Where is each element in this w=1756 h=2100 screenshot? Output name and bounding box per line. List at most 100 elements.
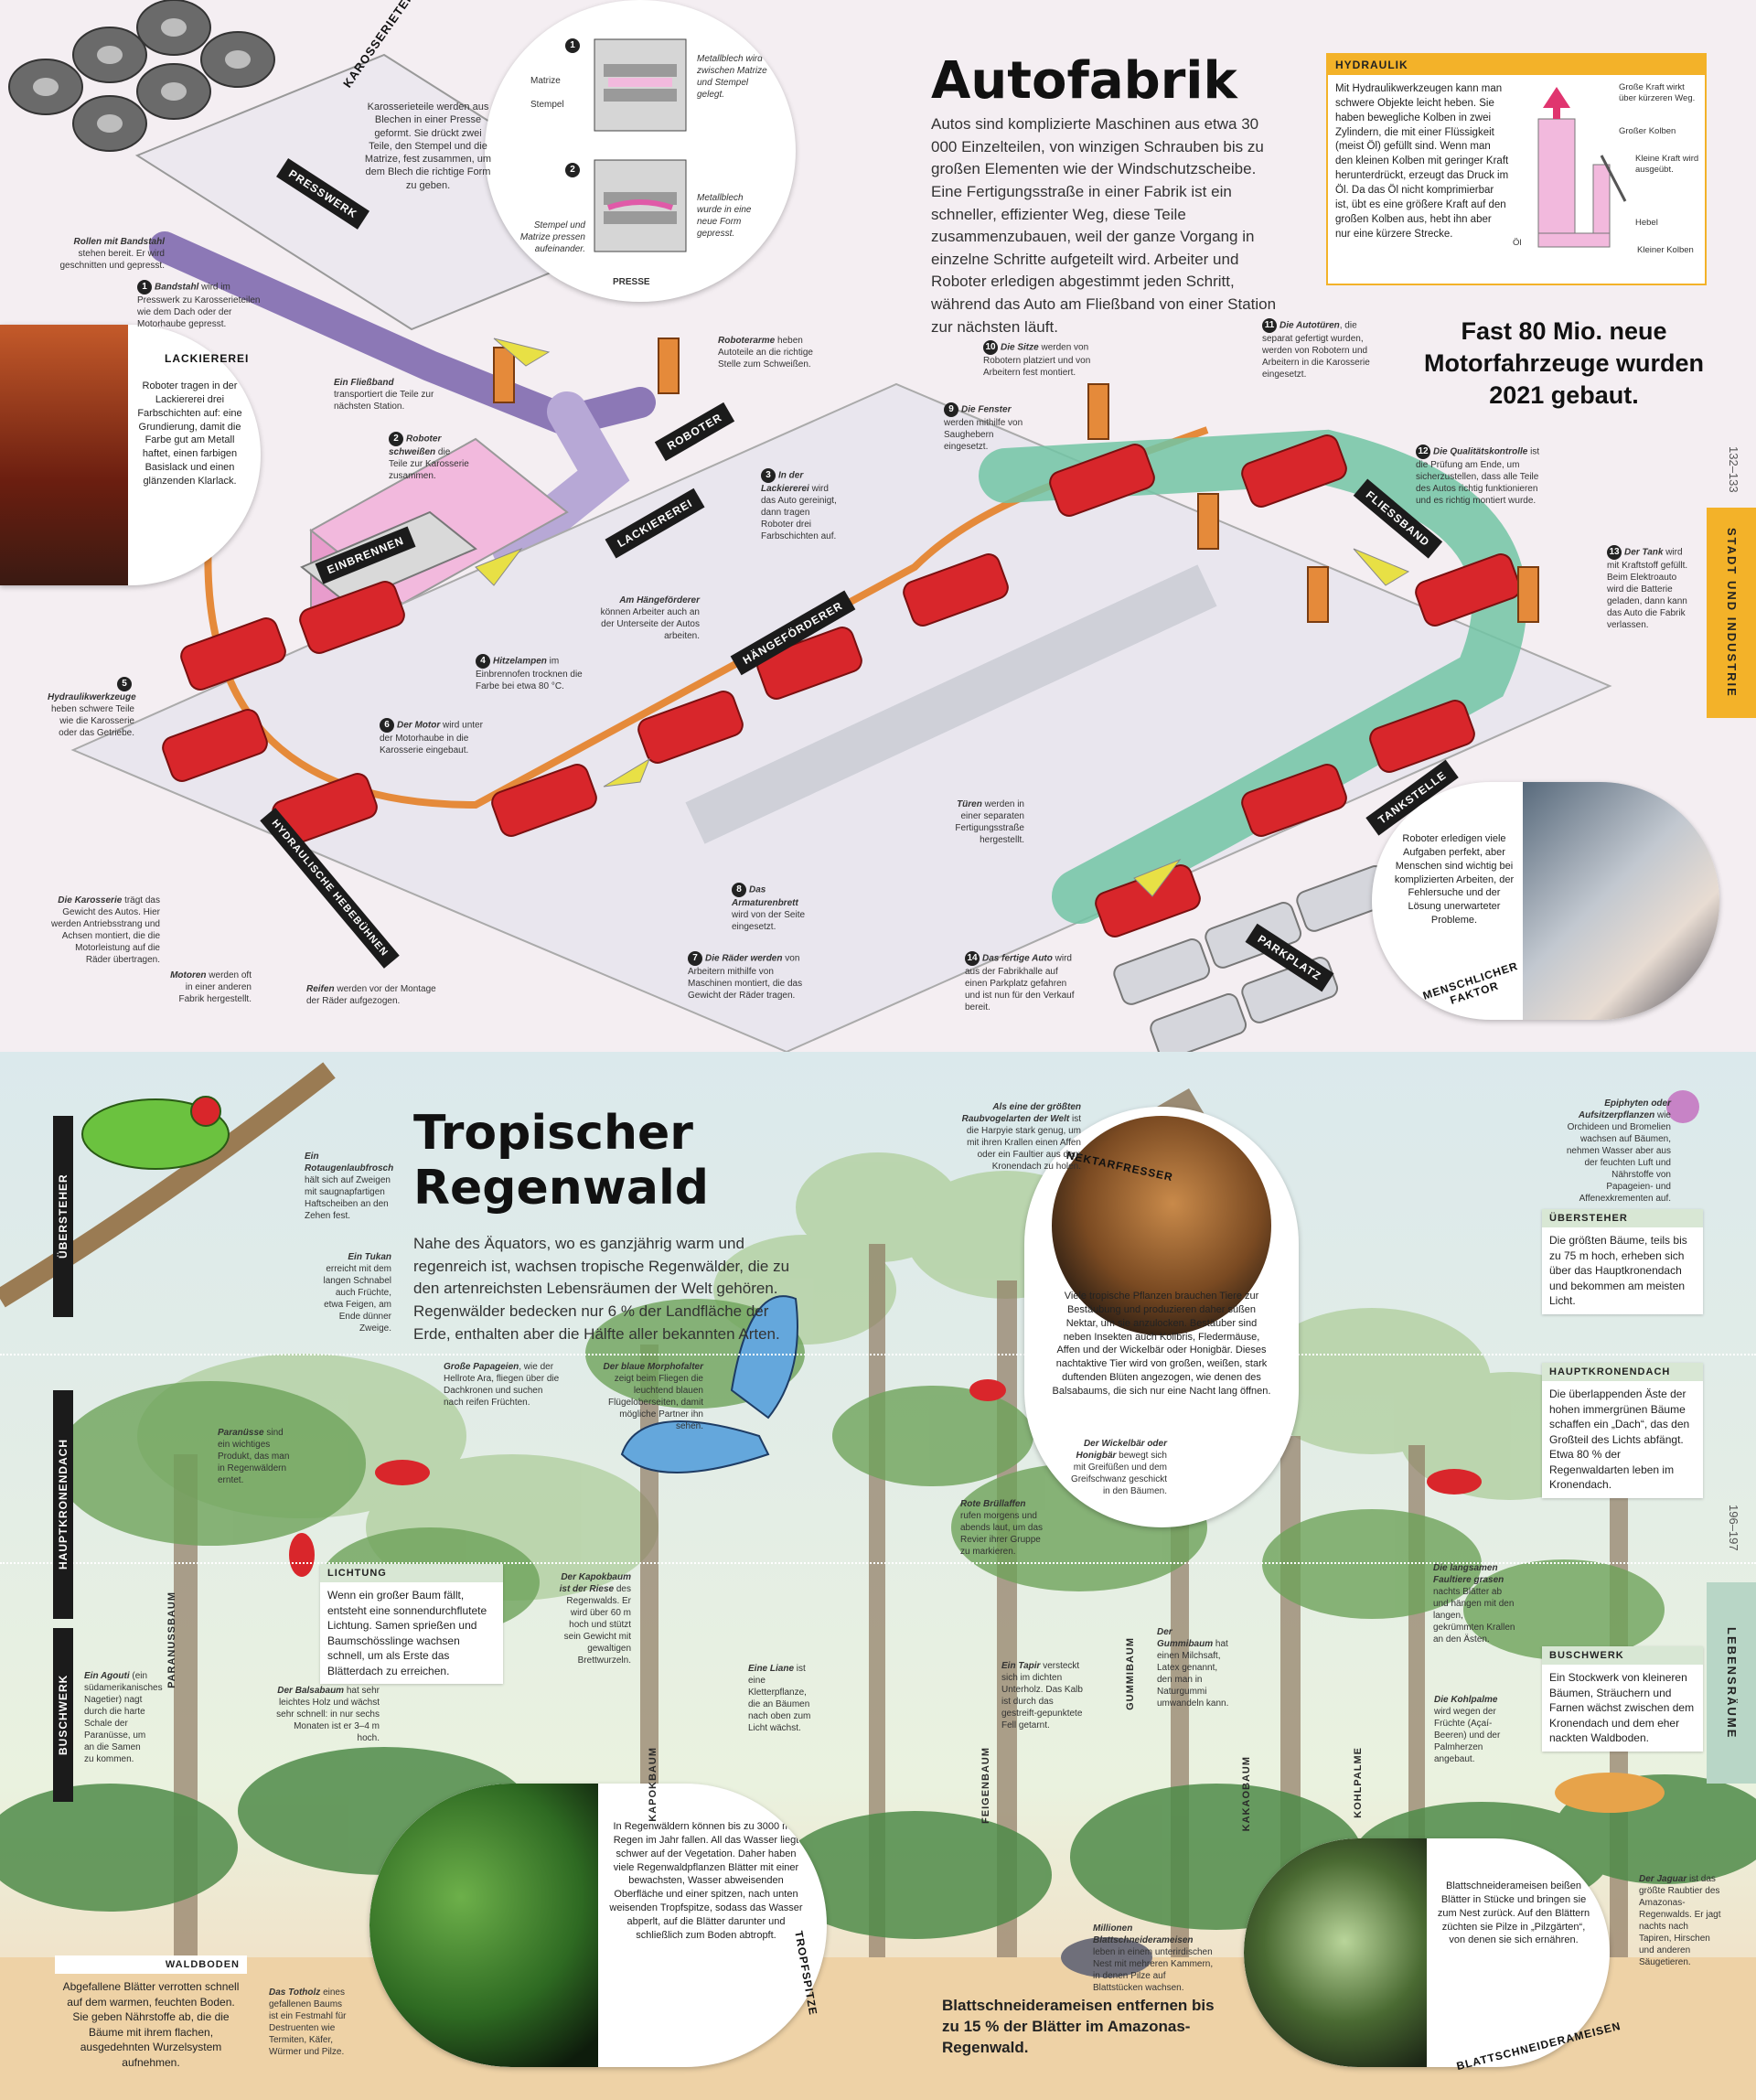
note-brullaffen: Rote Brüllaffen rufen morgens und abends… xyxy=(960,1499,1044,1557)
box-lichtung-head: LICHTUNG xyxy=(320,1564,503,1582)
note-morphofalter: Der blaue Morphofalter zeigt beim Fliege… xyxy=(603,1362,703,1431)
box-uebersteher: ÜBERSTEHER Die größten Bäume, teils bis … xyxy=(1542,1209,1703,1314)
tree-label-kohlpalme: KOHLPALME xyxy=(1353,1747,1364,1818)
caption-motoren: Motoren werden oft in einer anderen Fabr… xyxy=(170,970,252,1004)
drip-tip-circle: In Regenwäldern können bis zu 3000 mm Re… xyxy=(369,1784,827,2067)
tree-label-kakaobaum: KAKAOBAUM xyxy=(1241,1756,1252,1832)
note-liane: Eine Liane ist eine Kletterpflanze, die … xyxy=(748,1664,811,1733)
note-tukan: Ein Tukan erreicht mit dem langen Schnab… xyxy=(323,1252,391,1334)
human-factor-text: Roboter erledigen viele Aufgaben perfekt… xyxy=(1394,833,1515,927)
note-jaguar: Der Jaguar ist das größte Raubtier des A… xyxy=(1639,1874,1721,1967)
caption-reifen: Reifen werden vor der Montage der Räder … xyxy=(306,984,436,1006)
note-epiphyten: Epiphyten oder Aufsitzerpflanzen wie Orc… xyxy=(1566,1098,1671,1204)
box-hauptkronendach-head: HAUPTKRONENDACH xyxy=(1542,1363,1703,1381)
box-uebersteher-head: ÜBERSTEHER xyxy=(1542,1209,1703,1227)
hydraulik-label-kleiner-kolben: Kleiner Kolben xyxy=(1637,245,1694,255)
press-diagram xyxy=(594,38,687,252)
box-buschwerk-body: Ein Stockwerk von kleineren Bäumen, Strä… xyxy=(1549,1671,1695,1745)
hydraulik-label-oel: Öl xyxy=(1513,238,1522,248)
note-tapir: Ein Tapir versteckt sich im dichten Unte… xyxy=(1001,1661,1083,1730)
separator-uebersteher xyxy=(0,1354,1756,1355)
human-factor-circle: Roboter erledigen viele Aufgaben perfekt… xyxy=(1372,782,1719,1020)
note-kohlpalme: Die Kohlpalme wird wegen der Früchte (Aç… xyxy=(1434,1695,1501,1764)
hydraulik-label-grosser-kolben: Großer Kolben xyxy=(1619,126,1676,136)
factory-intro: Autos sind komplizierte Maschinen aus et… xyxy=(931,115,1277,336)
steel-rolls xyxy=(8,0,275,152)
note-totholz: Das Totholz eines gefallenen Baums ist e… xyxy=(269,1988,347,2057)
press-step-2-badge: 2 xyxy=(565,163,580,177)
box-uebersteher-body: Die größten Bäume, teils bis zu 75 m hoc… xyxy=(1549,1234,1687,1308)
robots xyxy=(493,338,1539,623)
press-circle: 1 2 Matrize Stempel Metallblech wird zwi… xyxy=(485,0,796,302)
tree-label-paranussbaum: PARANUSSBAUM xyxy=(166,1591,177,1688)
hydraulik-diagram xyxy=(1537,87,1627,248)
press-step-1-badge: 1 xyxy=(565,38,580,53)
rainforest-title-line2: Regenwald xyxy=(413,1161,709,1216)
lackiererei-label: LACKIEREREI xyxy=(165,352,250,365)
separator-kronendach xyxy=(0,1562,1756,1564)
factory-title: Autofabrik xyxy=(931,51,1237,111)
jaguar xyxy=(1555,1773,1665,1813)
note-faultiere: Die langsamen Faultiere grasen nachts Bl… xyxy=(1433,1563,1515,1645)
ant-stat: Blattschneiderameisen entfernen bis zu 1… xyxy=(942,1997,1215,2056)
note-balsabaum: Der Balsabaum hat sehr leichtes Holz und… xyxy=(276,1686,380,1743)
ant-circle: Blattschneiderameisen beißen Blätter in … xyxy=(1244,1838,1610,2067)
press-label-step1-blech: Metallblech wird zwischen Matrize und St… xyxy=(697,54,767,100)
nectar-text: Viele tropische Pflanzen brauchen Tiere … xyxy=(1052,1291,1271,1397)
note-papageien: Große Papageien, wie der Hellrote Ara, f… xyxy=(444,1362,560,1408)
box-waldboden: WALDBODEN Abgefallene Blätter verrotten … xyxy=(55,1955,247,2075)
box-hauptkronendach-body: Die überlappenden Äste der hohen immergr… xyxy=(1549,1388,1690,1492)
factory-stat: Fast 80 Mio. neue Motorfahrzeuge wurden … xyxy=(1423,317,1704,410)
note-gummibaum: Der Gummibaum hat einen Milchsaft, Latex… xyxy=(1157,1627,1229,1709)
press-label-step2-pressen: Stempel und Matrize pressen aufeinander. xyxy=(519,220,585,254)
tapir xyxy=(1061,1937,1152,1977)
lackiererei-circle: Roboter tragen in der Lackiererei drei F… xyxy=(0,325,261,585)
flow-arrows xyxy=(475,338,1410,897)
note-harpyie: Als eine der größten Raubvogelarten der … xyxy=(961,1102,1081,1172)
caption-tueren: Türen werden in einer separaten Fertigun… xyxy=(955,799,1024,845)
hydraulik-label-kleine-kraft: Kleine Kraft wird ausgeübt. xyxy=(1635,154,1699,176)
macaws xyxy=(289,1379,1482,1577)
stadt-industrie-tab[interactable]: STADT UND INDUSTRIE xyxy=(1707,508,1756,718)
box-lichtung: LICHTUNG Wenn ein großer Baum fällt, ent… xyxy=(320,1564,503,1685)
layer-tab-buschwerk: BUSCHWERK xyxy=(53,1628,73,1802)
ant-text: Blattschneiderameisen beißen Blätter in … xyxy=(1437,1880,1590,1946)
caption-karosserie: Die Karosserie trägt das Gewicht des Aut… xyxy=(51,895,160,965)
note-wickelbaer: Der Wickelbär oder Honigbär bewegt sich … xyxy=(1070,1439,1167,1496)
kinkajou-photo xyxy=(1052,1116,1271,1335)
layer-tab-hauptkronendach: HAUPTKRONENDACH xyxy=(53,1390,73,1619)
hydraulik-box: HYDRAULIK Mit Hydraulikwerkzeugen kann m… xyxy=(1326,53,1707,285)
lebensraeume-tab[interactable]: LEBENSRÄUME xyxy=(1707,1582,1756,1784)
hydraulik-body: Mit Hydraulikwerkzeugen kann man schwere… xyxy=(1335,83,1509,240)
ant-photo xyxy=(1244,1838,1427,2067)
box-buschwerk-head: BUSCHWERK xyxy=(1542,1646,1703,1665)
human-factor-photo xyxy=(1523,782,1719,1020)
note-frog: Ein Rotaugenlaubfrosch hält sich auf Zwe… xyxy=(305,1152,394,1221)
box-waldboden-head: WALDBODEN xyxy=(55,1955,247,1974)
nectar-circle: Viele tropische Pflanzen brauchen Tiere … xyxy=(1024,1107,1299,1527)
caption-step-5: 5Hydraulikwerkzeuge heben schwere Teile … xyxy=(48,677,136,738)
hydraulik-head: HYDRAULIK xyxy=(1328,55,1705,75)
press-label-matrize: Matrize xyxy=(530,76,561,86)
note-kapokbaum: Der Kapokbaum ist der Riese des Regenwal… xyxy=(559,1572,631,1666)
layer-tab-uebersteher: ÜBERSTEHER xyxy=(53,1116,73,1317)
note-paranuesse: Paranüsse sind ein wichtiges Produkt, da… xyxy=(218,1428,290,1485)
factory-section: 1 2 Matrize Stempel Metallblech wird zwi… xyxy=(0,0,1756,1052)
caption-haengefoerderer: Am Hängeförderer können Arbeiter auch an… xyxy=(600,595,700,641)
lackiererei-photo xyxy=(0,325,128,585)
rainforest-section: ÜBERSTEHER HAUPTKRONENDACH BUSCHWERK Tro… xyxy=(0,1052,1756,2100)
hydraulik-label-grosse-kraft: Große Kraft wirkt über kürzeren Weg. xyxy=(1619,82,1696,104)
press-title: PRESSE xyxy=(613,277,650,287)
drip-tip-text: In Regenwäldern können bis zu 3000 mm Re… xyxy=(609,1821,803,1941)
orchid xyxy=(1666,1090,1699,1123)
factory-floor xyxy=(70,382,1612,1052)
caption-rollen: Rollen mit Bandstahl stehen bereit. Er w… xyxy=(59,237,165,271)
